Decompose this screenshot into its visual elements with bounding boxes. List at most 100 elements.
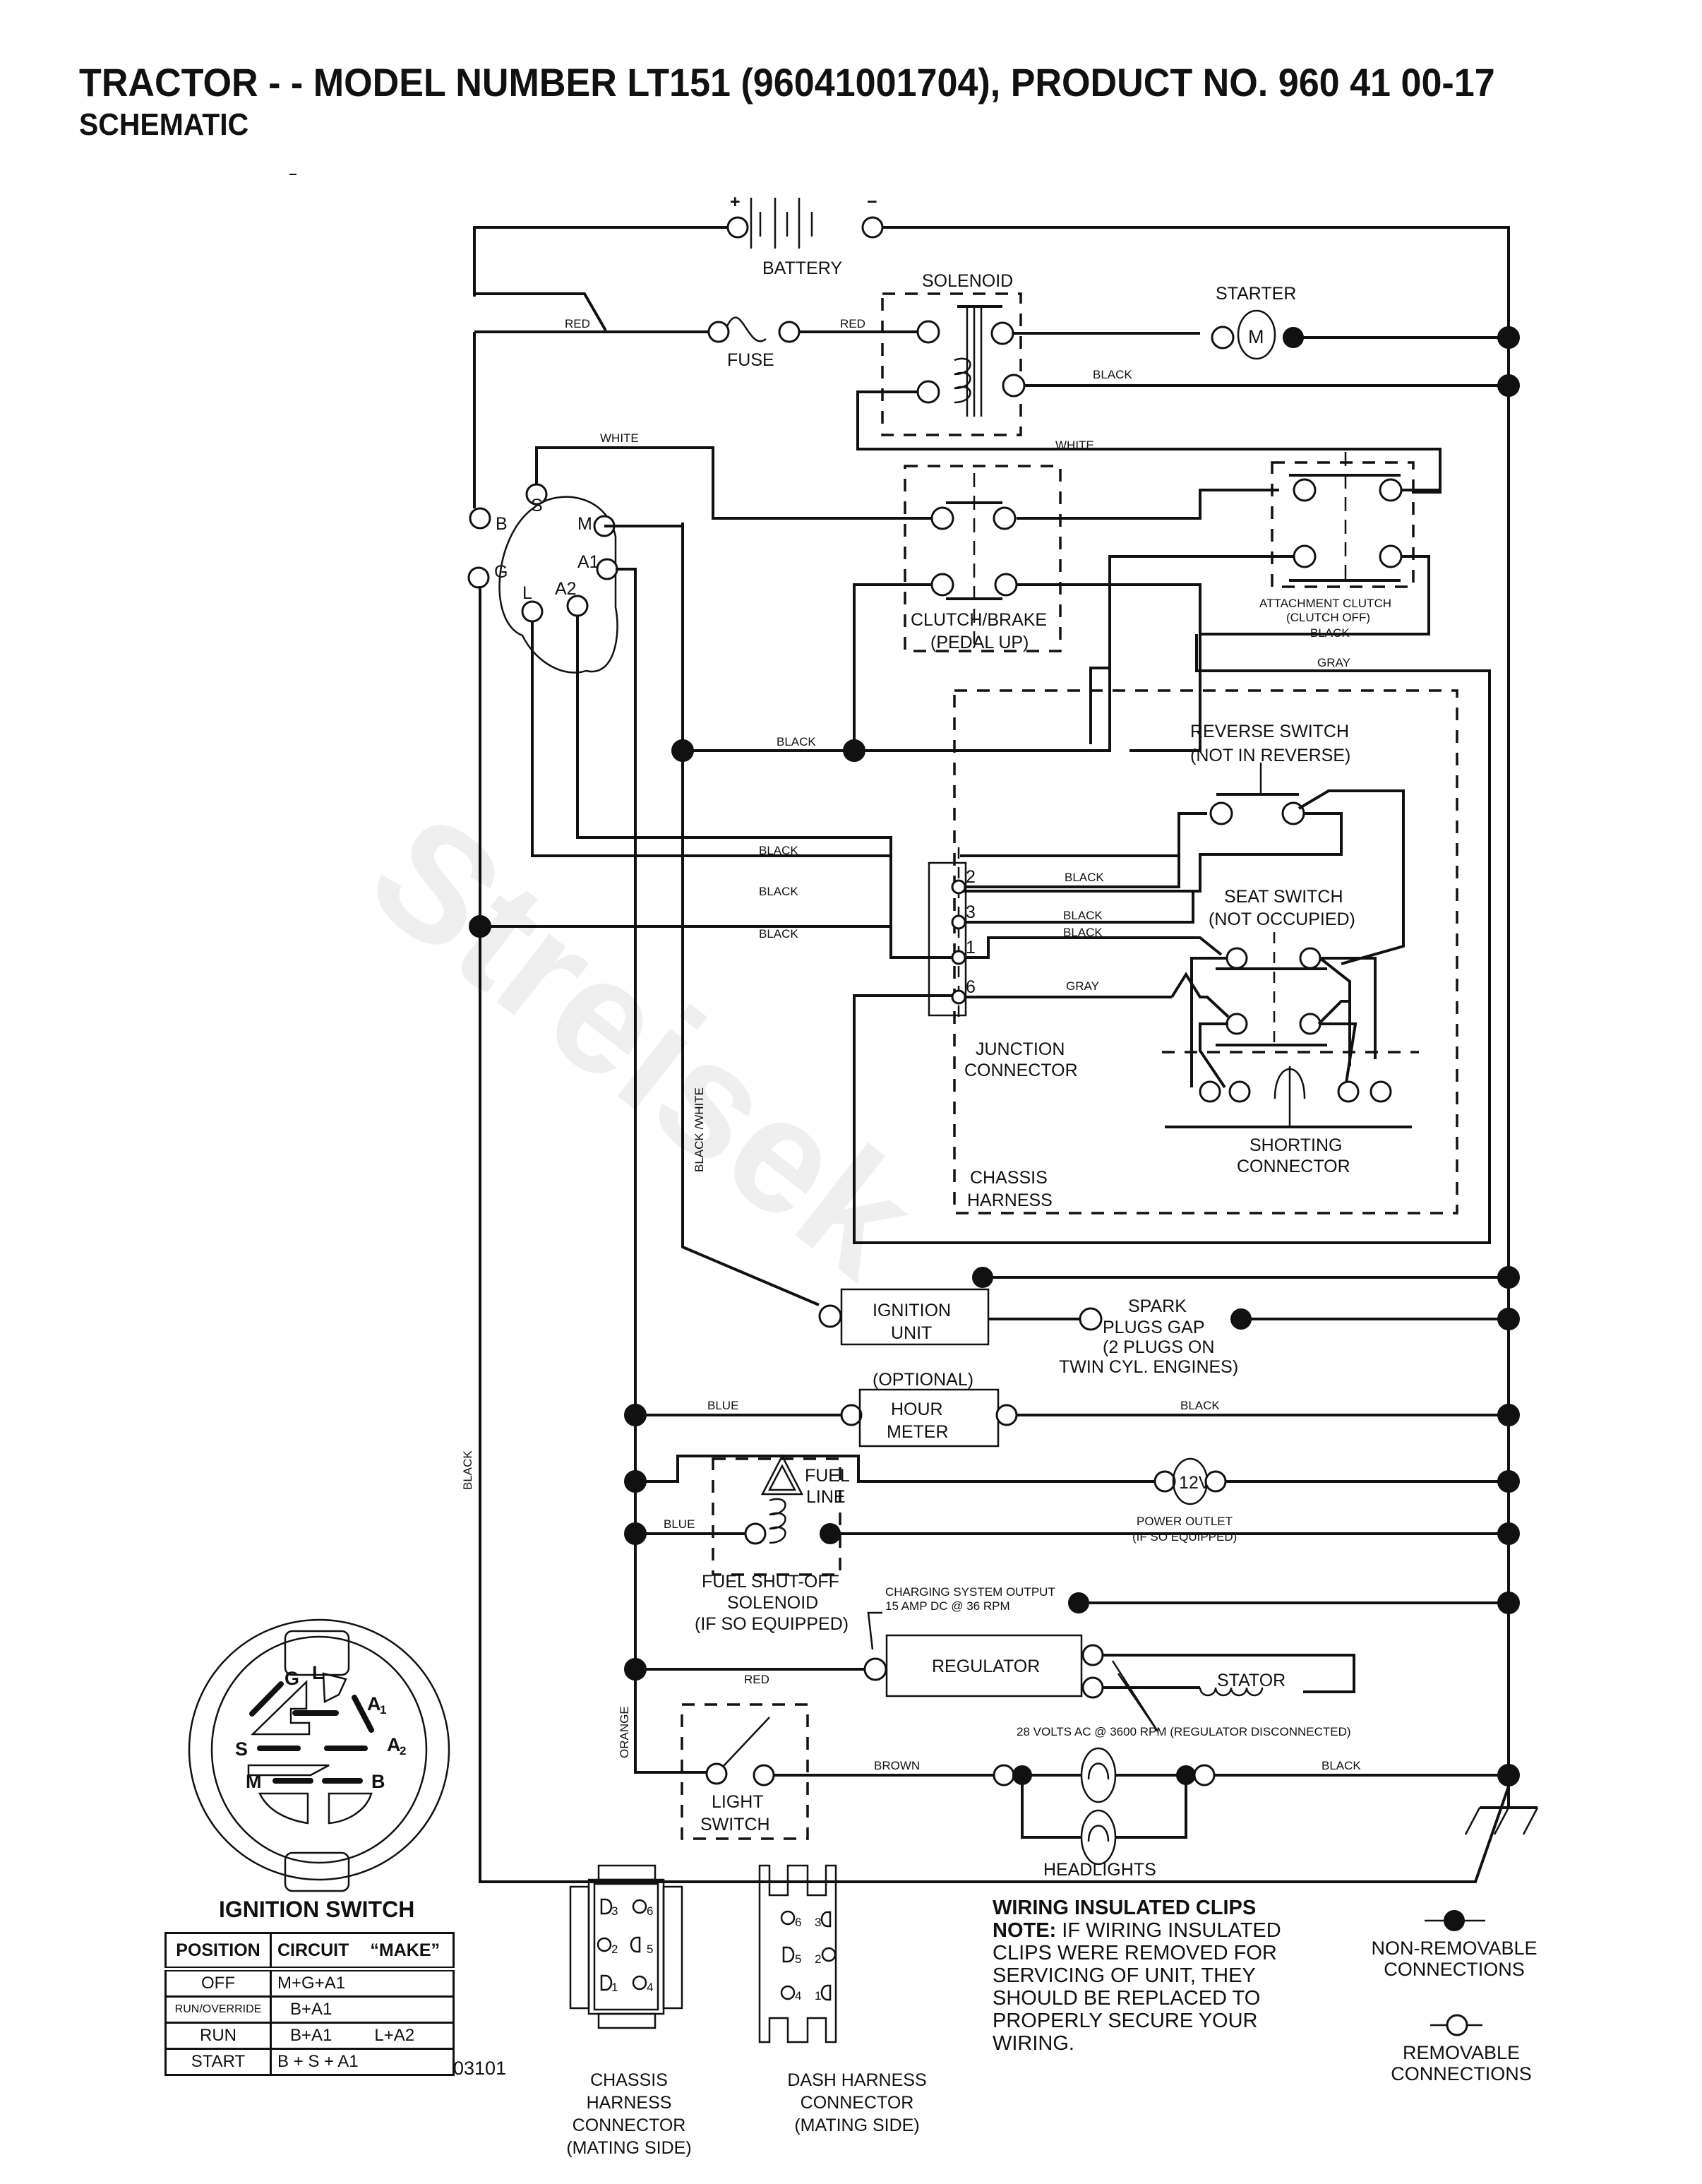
wire-label-black: BLACK — [759, 927, 798, 941]
battery-negative-terminal — [861, 216, 884, 239]
face-label-a2: A — [387, 1734, 401, 1755]
attachment-clutch-sublabel: (CLUTCH OFF) — [1286, 611, 1370, 624]
junction-node — [624, 1522, 647, 1545]
wire-label-black: BLACK — [1063, 926, 1103, 939]
face-label-a1-sub: 1 — [380, 1703, 386, 1717]
position-cell: RUN/OVERRIDE — [164, 1995, 272, 2024]
chassis-harness-connector: 3 6 2 5 1 4 — [569, 1864, 683, 2029]
circuit-cell: B+A1 — [270, 1995, 455, 2024]
battery: + − BATTERY — [473, 192, 1510, 1765]
solenoid-terminal-coil-left — [916, 380, 940, 404]
chassis-connector-label-line: (MATING SIDE) — [566, 2138, 692, 2158]
hour-meter-terminal — [995, 1404, 1018, 1426]
wire-label-black: BLACK — [1310, 626, 1350, 640]
hour-meter-sublabel: METER — [887, 1422, 949, 1442]
solenoid-label: SOLENOID — [922, 271, 1013, 291]
shorting-connector-sublabel: CONNECTOR — [1237, 1157, 1350, 1176]
spark-plug-node — [1230, 1308, 1252, 1330]
drawing-code: 03101 — [453, 2058, 507, 2079]
battery-minus-sign: − — [867, 192, 877, 212]
legend-non-removable-symbol — [1425, 1910, 1485, 1931]
light-switch: LIGHT SWITCH — [681, 1703, 809, 1840]
solenoid-terminal-starter — [990, 321, 1014, 345]
reverse-switch-label: REVERSE SWITCH — [1190, 722, 1349, 741]
spark-plug-terminal — [1079, 1307, 1103, 1331]
note-line: SERVICING OF UNIT, THEY — [993, 1964, 1256, 1987]
fuse-label: FUSE — [727, 350, 774, 370]
position-cell: OFF — [164, 1968, 272, 1998]
fuse-terminal-left — [707, 321, 730, 343]
wire-label-red: RED — [840, 317, 865, 330]
regulator-terminal — [1081, 1644, 1104, 1666]
ignition-contact — [249, 1681, 284, 1717]
ignition-terminal-b — [469, 507, 491, 530]
ignition-switch-schematic: S B M A1 G L A2 — [467, 483, 618, 674]
ignition-unit: IGNITION UNIT — [818, 1288, 990, 1346]
shorting-pin — [1228, 1080, 1251, 1103]
svg-text:SPARK: SPARK — [1128, 1296, 1187, 1316]
circuit-value: B+A1 — [290, 2026, 332, 2045]
ignition-switch-face: G L A 1 A 2 S M B — [188, 1618, 450, 1892]
dash-harness-connector: 6 3 5 2 4 1 — [758, 1864, 837, 2043]
starter-motor: M STARTER — [1211, 284, 1304, 360]
dash-pin-label: 2 — [815, 1952, 821, 1966]
hour-meter-optional: (OPTIONAL) — [873, 1370, 973, 1390]
power-outlet: 12V POWER OUTLET (IF SO EQUIPPED) — [1132, 1457, 1237, 1544]
solenoid-coil-icon — [954, 357, 971, 404]
wire-label-white: WHITE — [1055, 438, 1094, 452]
svg-text:(2 PLUGS ON: (2 PLUGS ON — [1103, 1337, 1214, 1357]
starter-terminal — [1211, 326, 1235, 350]
junction-pin-1 — [951, 950, 966, 965]
ground-node — [1497, 374, 1520, 397]
ignition-unit-label: IGNITION — [873, 1301, 951, 1320]
solenoid: SOLENOID — [881, 271, 1026, 436]
junction-pin-2 — [951, 879, 966, 895]
wire-label-gray: GRAY — [1317, 656, 1350, 669]
table-header-row: POSITION CIRCUIT“MAKE” — [164, 1932, 455, 1970]
spark-plugs-label: SPARK PLUGS GAP (2 PLUGS ON TWIN CYL. EN… — [1059, 1296, 1238, 1377]
wiring-clips-note: WIRING INSULATED CLIPS NOTE: IF WIRING I… — [993, 1897, 1346, 2055]
fuel-solenoid-label: FUEL SHUT-OFF — [702, 1572, 839, 1592]
fuel-solenoid-coil-icon — [769, 1498, 786, 1544]
table-row: START B + S + A1 — [164, 2048, 455, 2076]
fuel-shutoff-solenoid: FUEL LINE FUEL SHUT-OFF SOLENOID (IF SO … — [695, 1454, 850, 1634]
attachment-clutch-switch: ATTACHMENT CLUTCH (CLUTCH OFF) — [1259, 452, 1415, 624]
junction-pin-label: 3 — [966, 902, 976, 922]
position-cell: START — [164, 2048, 272, 2076]
headlight-bulb-icon — [1080, 1809, 1117, 1866]
circuit-extra-value: L+A2 — [374, 2026, 415, 2045]
chassis-pin-label: 1 — [611, 1981, 618, 1994]
junction-node — [843, 739, 865, 762]
legend-non-removable-line: CONNECTIONS — [1384, 1959, 1525, 1980]
svg-text:PLUGS GAP: PLUGS GAP — [1103, 1318, 1205, 1337]
dash-pin-label: 5 — [795, 1952, 801, 1966]
terminal-label: M — [577, 514, 592, 534]
hour-meter: (OPTIONAL) HOUR METER — [840, 1370, 1018, 1448]
wire-label-black: BLACK — [461, 1450, 474, 1490]
ground-node — [1497, 1470, 1520, 1493]
legend-non-removable: NON-REMOVABLE CONNECTIONS — [1341, 1938, 1567, 1980]
note-heading: WIRING INSULATED CLIPS — [993, 1897, 1257, 1919]
legend-removable-line: CONNECTIONS — [1391, 2063, 1532, 2084]
terminal-label: B — [496, 514, 508, 534]
switch-terminal — [1209, 801, 1233, 825]
fuel-line-sublabel: LINE — [806, 1487, 846, 1507]
starter-node — [1283, 327, 1304, 348]
ignition-terminal-l — [521, 600, 544, 623]
motor-icon — [1237, 309, 1276, 360]
wire-label-black: BLACK — [1322, 1759, 1361, 1772]
shorting-connector: SHORTING CONNECTOR — [1162, 1051, 1419, 1176]
junction-connector-sublabel: CONNECTOR — [964, 1061, 1078, 1080]
ground-node — [1497, 1404, 1520, 1426]
terminal-label: A2 — [555, 579, 577, 599]
fuel-solenoid-node — [820, 1523, 841, 1544]
ignition-switch-table: POSITION CIRCUIT“MAKE” OFF M+G+A1 RUN/OV… — [164, 1932, 455, 2076]
power-outlet-label: POWER OUTLET — [1137, 1515, 1233, 1528]
chassis-connector-label-line: CHASSIS HARNESS — [586, 2070, 672, 2113]
circuit-value: B + S + A1 — [277, 2052, 359, 2071]
header-make-label: “MAKE” — [370, 1940, 440, 1960]
stray-mark — [289, 174, 296, 175]
wire-label-black: BLACK — [759, 885, 798, 898]
wire-label-white: WHITE — [600, 431, 639, 445]
terminal-label: L — [522, 583, 532, 603]
